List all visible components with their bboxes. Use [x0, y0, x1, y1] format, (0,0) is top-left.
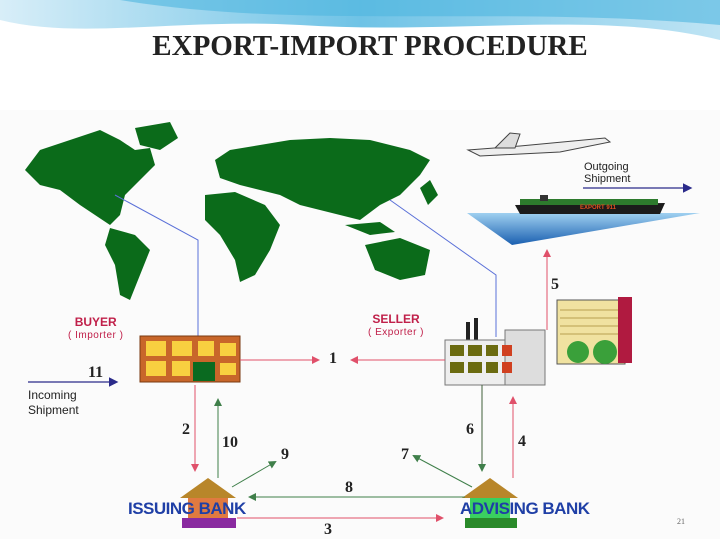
- buyer-subtitle: ( Importer ): [68, 330, 124, 341]
- seller-building-icon: [444, 297, 632, 386]
- page-number: 21: [677, 517, 685, 526]
- advising-bank-label: ADVISING BANK: [460, 499, 590, 518]
- buyer-label: BUYER( Importer ): [68, 316, 123, 342]
- seller-label: SELLER( Exporter ): [368, 313, 424, 339]
- incoming-line-2: Shipment: [28, 403, 79, 417]
- world-map: [25, 122, 438, 300]
- issuing-bank-icon: [180, 478, 236, 528]
- seller-subtitle: ( Exporter ): [368, 327, 425, 338]
- flow-arrows: [28, 249, 551, 522]
- ship-icon: [467, 195, 700, 245]
- buyer-building-icon: [139, 335, 241, 383]
- step-5: 5: [551, 276, 559, 293]
- step-9: 9: [281, 446, 289, 463]
- buyer-map-line: [114, 194, 199, 337]
- step-7: 7: [401, 446, 409, 463]
- airplane-icon: [466, 132, 612, 157]
- advising-bank-icon: [462, 478, 518, 528]
- step-2: 2: [182, 421, 190, 438]
- issuing-bank-label: ISSUING BANK: [128, 499, 246, 518]
- step-1: 1: [329, 350, 337, 367]
- step-3: 3: [324, 521, 332, 538]
- step-6: 6: [466, 421, 474, 438]
- outgoing-line-2: Shipment: [584, 173, 631, 185]
- step-10: 10: [222, 434, 238, 451]
- outgoing-line-1: Outgoing: [584, 161, 629, 173]
- arrow-7: [412, 455, 473, 488]
- step-11: 11: [88, 364, 104, 381]
- seller-map-line: [389, 199, 497, 337]
- step-8: 8: [345, 479, 353, 496]
- incoming-line-1: Incoming: [28, 388, 77, 402]
- buyer-title: BUYER: [74, 315, 117, 329]
- page-title: EXPORT-IMPORT PROCEDURE: [152, 30, 588, 62]
- ship-text: EXPORT 911: [580, 205, 617, 211]
- header-swoosh: [0, 0, 720, 40]
- seller-title: SELLER: [372, 312, 420, 326]
- step-4: 4: [518, 433, 526, 450]
- arrow-9: [231, 460, 277, 488]
